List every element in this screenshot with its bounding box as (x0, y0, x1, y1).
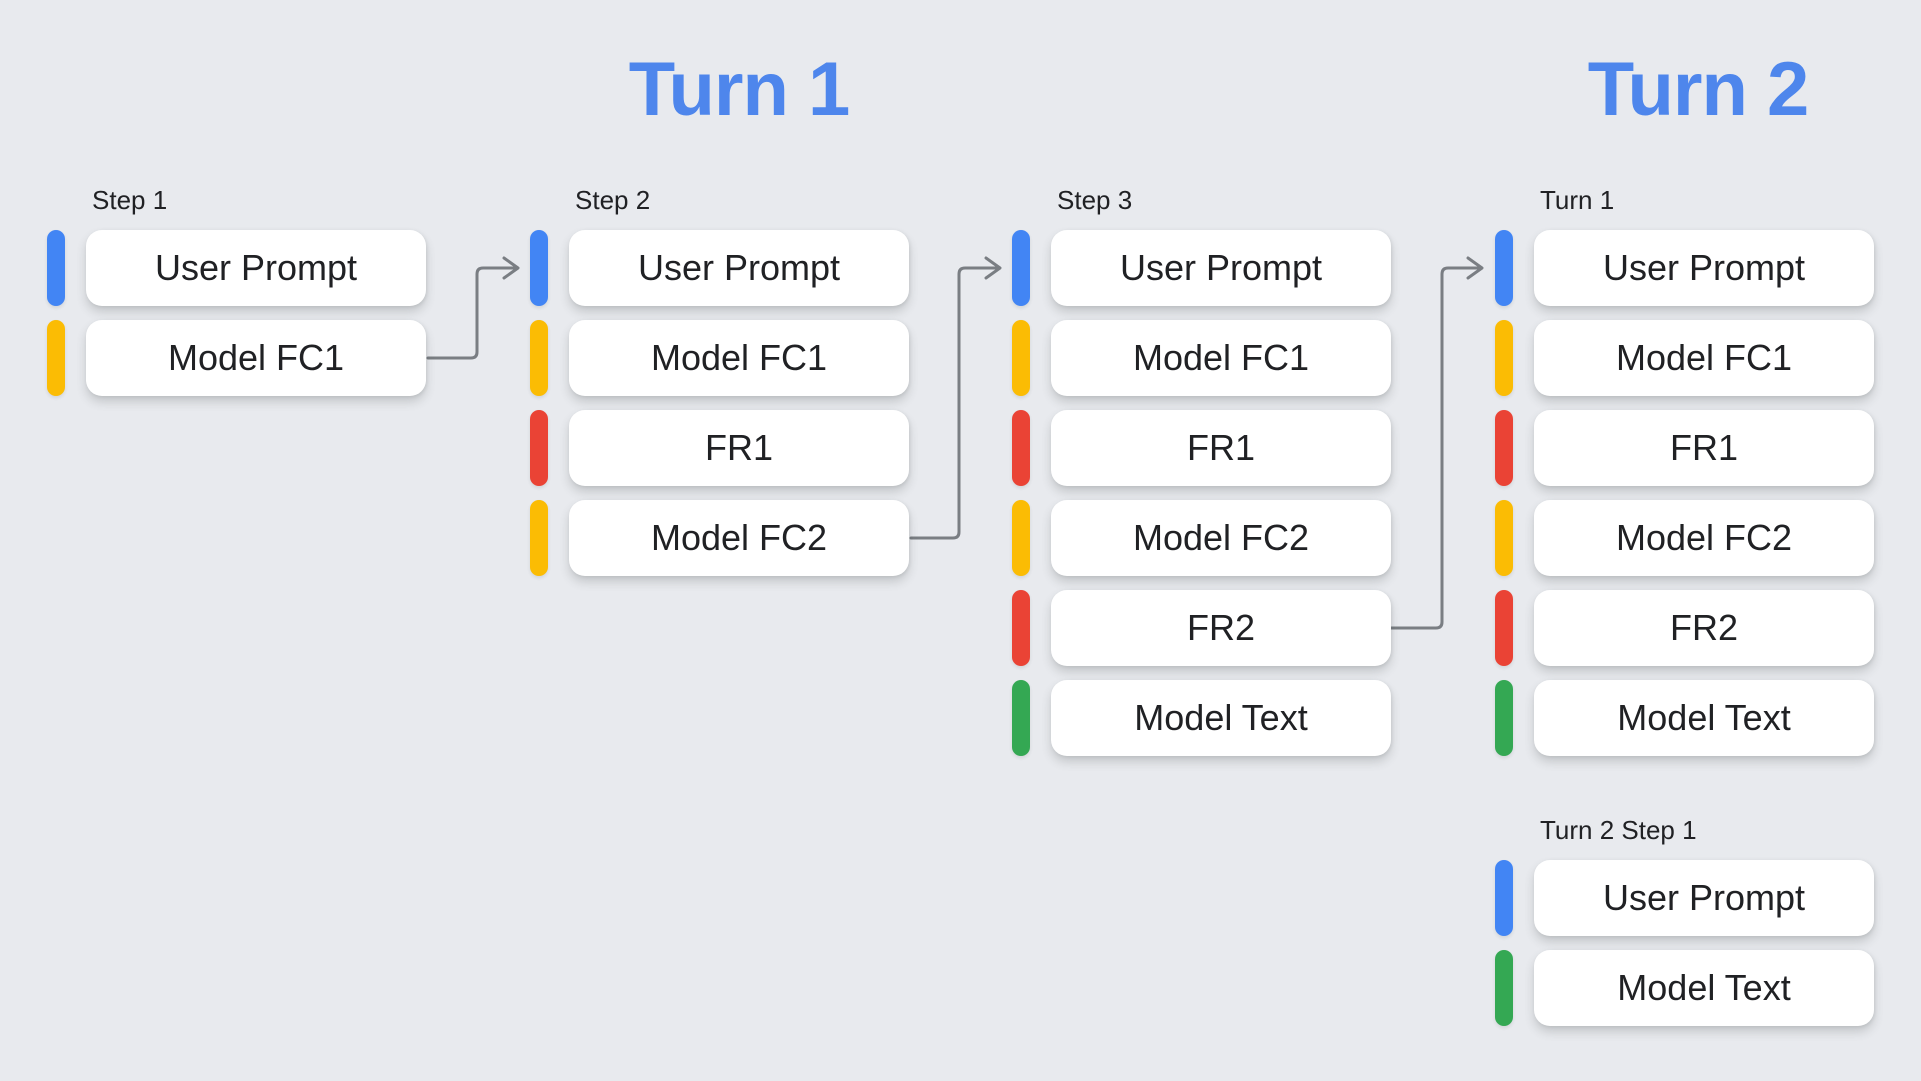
user-prompt-color-bar (1012, 230, 1030, 306)
fr2-box: FR2 (1534, 590, 1874, 666)
model-text-box: Model Text (1534, 680, 1874, 756)
fr2-color-bar (1012, 590, 1030, 666)
turn2-title: Turn 2 (1587, 47, 1810, 132)
arrowhead-icon (1466, 256, 1484, 280)
message-row: Model FC2 (1495, 500, 1877, 576)
step2-group: Step 2 User Prompt Model FC1 FR1 Model F… (530, 184, 912, 590)
fr1-box: FR1 (1534, 410, 1874, 486)
arrowhead-icon (502, 256, 520, 280)
message-row: Model FC1 (1495, 320, 1877, 396)
arrowhead-icon (984, 256, 1002, 280)
fr1-color-bar (530, 410, 548, 486)
user-prompt-color-bar (1495, 860, 1513, 936)
fr1-color-bar (1012, 410, 1030, 486)
message-row: FR2 (1012, 590, 1394, 666)
message-row: Model Text (1495, 950, 1877, 1026)
message-row: User Prompt (1012, 230, 1394, 306)
message-row: FR1 (530, 410, 912, 486)
turn1-context-label: Turn 1 (1540, 185, 1615, 215)
user-prompt-color-bar (1495, 230, 1513, 306)
model-fc1-color-bar (1012, 320, 1030, 396)
user-prompt-box: User Prompt (1051, 230, 1391, 306)
model-text-color-bar (1495, 950, 1513, 1026)
message-row: Model Text (1495, 680, 1877, 756)
message-row: Model Text (1012, 680, 1394, 756)
message-row: User Prompt (1495, 860, 1877, 936)
message-row: Model FC1 (530, 320, 912, 396)
message-row: Model FC2 (1012, 500, 1394, 576)
model-fc2-color-bar (530, 500, 548, 576)
arrow-step1-to-step2 (426, 256, 520, 360)
fr1-box: FR1 (1051, 410, 1391, 486)
fr1-color-bar (1495, 410, 1513, 486)
message-row: FR2 (1495, 590, 1877, 666)
model-fc1-box: Model FC1 (569, 320, 909, 396)
user-prompt-color-bar (47, 230, 65, 306)
step2-label: Step 2 (575, 185, 651, 215)
user-prompt-box: User Prompt (1534, 230, 1874, 306)
step3-label: Step 3 (1057, 185, 1133, 215)
user-prompt-box: User Prompt (1534, 860, 1874, 936)
message-row: User Prompt (1495, 230, 1877, 306)
model-fc1-box: Model FC1 (1534, 320, 1874, 396)
model-fc1-color-bar (1495, 320, 1513, 396)
model-text-box: Model Text (1051, 680, 1391, 756)
model-fc2-color-bar (1012, 500, 1030, 576)
user-prompt-box: User Prompt (86, 230, 426, 306)
fr2-color-bar (1495, 590, 1513, 666)
model-fc2-box: Model FC2 (1534, 500, 1874, 576)
user-prompt-color-bar (530, 230, 548, 306)
user-prompt-box: User Prompt (569, 230, 909, 306)
model-text-color-bar (1012, 680, 1030, 756)
message-row: Model FC1 (47, 320, 429, 396)
model-fc1-color-bar (47, 320, 65, 396)
message-row: User Prompt (530, 230, 912, 306)
model-fc2-box: Model FC2 (569, 500, 909, 576)
message-row: FR1 (1495, 410, 1877, 486)
step1-group: Step 1 User Prompt Model FC1 (47, 184, 429, 410)
model-fc1-box: Model FC1 (86, 320, 426, 396)
turn1-context-group: Turn 1 User Prompt Model FC1 FR1 Model F… (1495, 184, 1877, 770)
message-row: FR1 (1012, 410, 1394, 486)
arrow-step3-to-turn1-context (1389, 256, 1484, 630)
turn1-title: Turn 1 (628, 47, 851, 132)
fr1-box: FR1 (569, 410, 909, 486)
message-row: Model FC2 (530, 500, 912, 576)
message-row: Model FC1 (1012, 320, 1394, 396)
model-fc2-color-bar (1495, 500, 1513, 576)
model-fc1-color-bar (530, 320, 548, 396)
turn2-step1-label: Turn 2 Step 1 (1540, 815, 1697, 845)
step3-group: Step 3 User Prompt Model FC1 FR1 Model F… (1012, 184, 1394, 770)
fr2-box: FR2 (1051, 590, 1391, 666)
model-text-color-bar (1495, 680, 1513, 756)
model-fc2-box: Model FC2 (1051, 500, 1391, 576)
turn2-step1-group: Turn 2 Step 1 User Prompt Model Text (1495, 814, 1877, 1040)
arrow-step2-to-step3 (909, 256, 1002, 540)
model-fc1-box: Model FC1 (1051, 320, 1391, 396)
message-row: User Prompt (47, 230, 429, 306)
step1-label: Step 1 (92, 185, 168, 215)
model-text-box: Model Text (1534, 950, 1874, 1026)
